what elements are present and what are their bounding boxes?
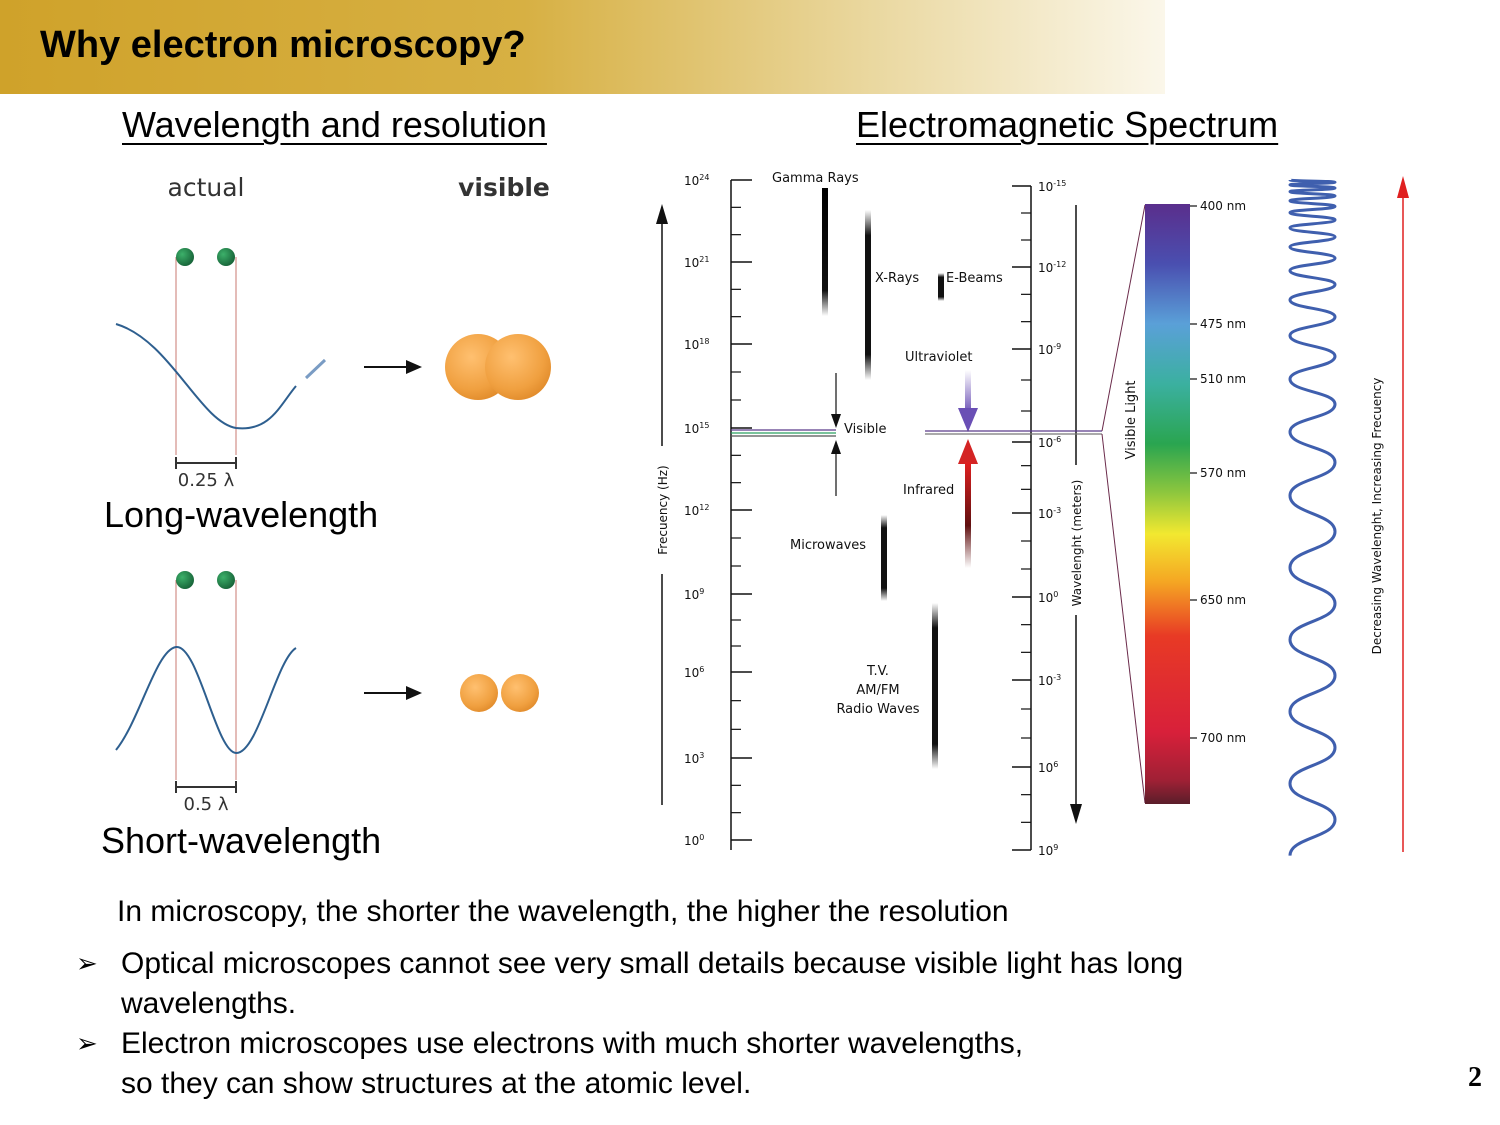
uv-arrowhead bbox=[958, 408, 978, 432]
band-ultraviolet: Ultraviolet bbox=[905, 350, 973, 365]
band-gamma: Gamma Rays bbox=[772, 171, 859, 186]
wave-tick-label: 10-12 bbox=[1038, 260, 1066, 275]
band-radio-1: T.V. bbox=[866, 664, 889, 679]
freq-tick-label: 103 bbox=[684, 751, 704, 766]
wave-tick-label: 10-6 bbox=[1038, 435, 1061, 450]
resolved-sphere-right bbox=[501, 674, 539, 712]
xray-bar bbox=[865, 210, 871, 380]
right-axis-label: Decreasing Wavelenght, Increasing Frecue… bbox=[1370, 378, 1384, 655]
resolved-sphere-left bbox=[460, 674, 498, 712]
bullet-text-2-line-2: so they can show structures at the atomi… bbox=[121, 1067, 752, 1100]
nm-tick-label: 700 nm bbox=[1200, 731, 1246, 745]
label-actual: actual bbox=[168, 173, 245, 202]
band-radio-3: Radio Waves bbox=[836, 702, 919, 717]
freq-tick-label: 100 bbox=[684, 833, 704, 848]
nm-tick-label: 650 nm bbox=[1200, 593, 1246, 607]
freq-tick-label: 1021 bbox=[684, 255, 709, 270]
label-visible: visible bbox=[458, 173, 550, 202]
band-ebeams: E-Beams bbox=[946, 271, 1003, 286]
wave-fragment bbox=[304, 358, 327, 380]
resolution-statement: In microscopy, the shorter the wavelengt… bbox=[117, 895, 1009, 928]
band-radio-2: AM/FM bbox=[856, 683, 899, 698]
bullet-marker: ➢ bbox=[76, 1028, 98, 1058]
atom-dot bbox=[217, 571, 235, 589]
wave-tick-label: 109 bbox=[1038, 843, 1058, 858]
microwave-bar bbox=[881, 515, 887, 601]
short-wavelength-caption: Short-wavelength bbox=[101, 820, 382, 861]
nm-tick-label: 400 nm bbox=[1200, 199, 1246, 213]
wave-tick-label: 100 bbox=[1038, 590, 1058, 605]
freq-tick-label: 109 bbox=[684, 587, 704, 602]
nm-tick-label: 570 nm bbox=[1200, 466, 1246, 480]
frequency-axis-label: Frecuency (Hz) bbox=[656, 465, 670, 554]
wave-tick-label: 10-3 bbox=[1038, 506, 1061, 521]
title-bar bbox=[0, 0, 1165, 94]
wavelength-diagram: actual visible 0.25 λ 0.5 λ bbox=[115, 173, 551, 815]
bullet-marker: ➢ bbox=[76, 948, 98, 978]
nm-tick-label: 475 nm bbox=[1200, 317, 1246, 331]
band-xrays: X-Rays bbox=[875, 271, 919, 286]
radio-bar bbox=[932, 603, 938, 769]
atom-dot bbox=[176, 248, 194, 266]
wavelength-axis-label: Wavelenght (meters) bbox=[1070, 480, 1084, 607]
uv-arrow-shaft bbox=[965, 370, 971, 414]
band-visible: Visible bbox=[844, 422, 886, 437]
visible-light-label: Visible Light bbox=[1124, 380, 1139, 459]
ir-arrow-shaft bbox=[965, 462, 971, 568]
band-infrared: Infrared bbox=[903, 483, 954, 498]
blurred-sphere-right bbox=[485, 334, 551, 400]
wave-tick-label: 10-15 bbox=[1038, 179, 1066, 194]
spacing-label-short: 0.5 λ bbox=[184, 794, 229, 815]
bullet-text-2-line-1: Electron microscopes use electrons with … bbox=[121, 1027, 1024, 1060]
bullet-text-1-line-1: Optical microscopes cannot see very smal… bbox=[121, 947, 1184, 980]
em-spectrum-diagram: Frecuency (Hz) 1024 1021 1018 1015 1012 109 10… bbox=[648, 171, 1409, 858]
freq-tick-label: 106 bbox=[684, 665, 704, 680]
nm-tick-label: 510 nm bbox=[1200, 372, 1246, 386]
gamma-bar bbox=[822, 188, 828, 316]
visible-spectrum-bar bbox=[1145, 204, 1190, 804]
spacing-label-long: 0.25 λ bbox=[178, 470, 235, 491]
wave-tick-label: 10-3 bbox=[1038, 673, 1061, 688]
freq-tick-label: 1012 bbox=[684, 503, 709, 518]
bullet-text-1-line-2: wavelengths. bbox=[121, 987, 297, 1020]
ebeam-bar bbox=[938, 273, 944, 301]
long-wavelength-caption: Long-wavelength bbox=[104, 494, 379, 535]
atom-dot bbox=[176, 571, 194, 589]
atom-dot bbox=[217, 248, 235, 266]
wavelength-resolution-heading: Wavelength and resolution bbox=[122, 104, 547, 145]
freq-tick-label: 1015 bbox=[684, 421, 709, 436]
band-microwaves: Microwaves bbox=[790, 538, 866, 553]
wave-tick-label: 10-9 bbox=[1038, 342, 1061, 357]
wave-tick-label: 106 bbox=[1038, 760, 1058, 775]
long-wave bbox=[115, 323, 297, 430]
freq-tick-label: 1018 bbox=[684, 337, 709, 352]
freq-tick-label: 1024 bbox=[684, 173, 709, 188]
frequency-wave bbox=[1288, 178, 1337, 856]
ir-arrowhead bbox=[958, 439, 978, 464]
slide-title: Why electron microscopy? bbox=[40, 24, 526, 66]
em-spectrum-heading: Electromagnetic Spectrum bbox=[856, 104, 1279, 145]
page-number: 2 bbox=[1468, 1062, 1482, 1093]
short-wave bbox=[115, 645, 297, 755]
